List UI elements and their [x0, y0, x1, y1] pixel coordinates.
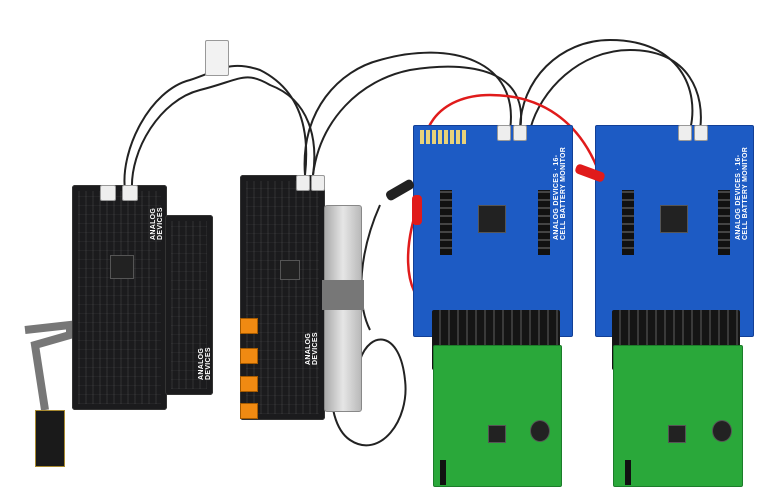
analog-devices-logo: ANALOG DEVICES — [305, 332, 319, 365]
analog-devices-logo: ANALOG DEVICES — [553, 172, 560, 240]
board-title: ANALOG DEVICES · 16-CELL BATTERY MONITOR — [735, 146, 749, 240]
terminal-block — [240, 318, 258, 334]
terminal-block — [240, 348, 258, 364]
connector — [296, 175, 310, 191]
switch — [440, 460, 446, 485]
analog-devices-logo: ANALOG DEVICES — [198, 347, 212, 380]
cable-tag — [205, 40, 229, 76]
resistor-array — [718, 190, 730, 255]
connector — [497, 125, 511, 141]
terminal-block — [240, 403, 258, 419]
pin-header — [420, 130, 468, 144]
connector — [694, 125, 708, 141]
monitor-ic — [660, 205, 688, 233]
black-interface-board — [240, 175, 325, 420]
black-extension-board — [165, 215, 213, 395]
connector — [311, 175, 325, 191]
resistor-array — [440, 190, 452, 255]
terminal-block — [240, 376, 258, 392]
inductor — [668, 425, 686, 443]
resistor-array — [538, 190, 550, 255]
red-alligator-clip — [412, 195, 422, 225]
analog-devices-logo: ANALOG DEVICES — [735, 172, 742, 240]
board-title: ANALOG DEVICES · 16-CELL BATTERY MONITOR — [553, 146, 567, 240]
resistor-array — [622, 190, 634, 255]
monitor-ic — [478, 205, 506, 233]
connector — [122, 185, 138, 201]
switch — [625, 460, 631, 485]
green-battery-emulator-board-1 — [433, 345, 562, 487]
connector — [513, 125, 527, 141]
inductor — [712, 420, 732, 442]
inductor — [488, 425, 506, 443]
connector — [678, 125, 692, 141]
analog-devices-logo: ANALOG DEVICES — [150, 207, 164, 240]
chip — [110, 255, 134, 279]
shunt-resistor — [322, 280, 364, 310]
black-controller-board — [72, 185, 167, 410]
small-module-board — [35, 410, 65, 467]
connector — [100, 185, 116, 201]
chip — [280, 260, 300, 280]
green-battery-emulator-board-2 — [613, 345, 743, 487]
inductor — [530, 420, 550, 442]
